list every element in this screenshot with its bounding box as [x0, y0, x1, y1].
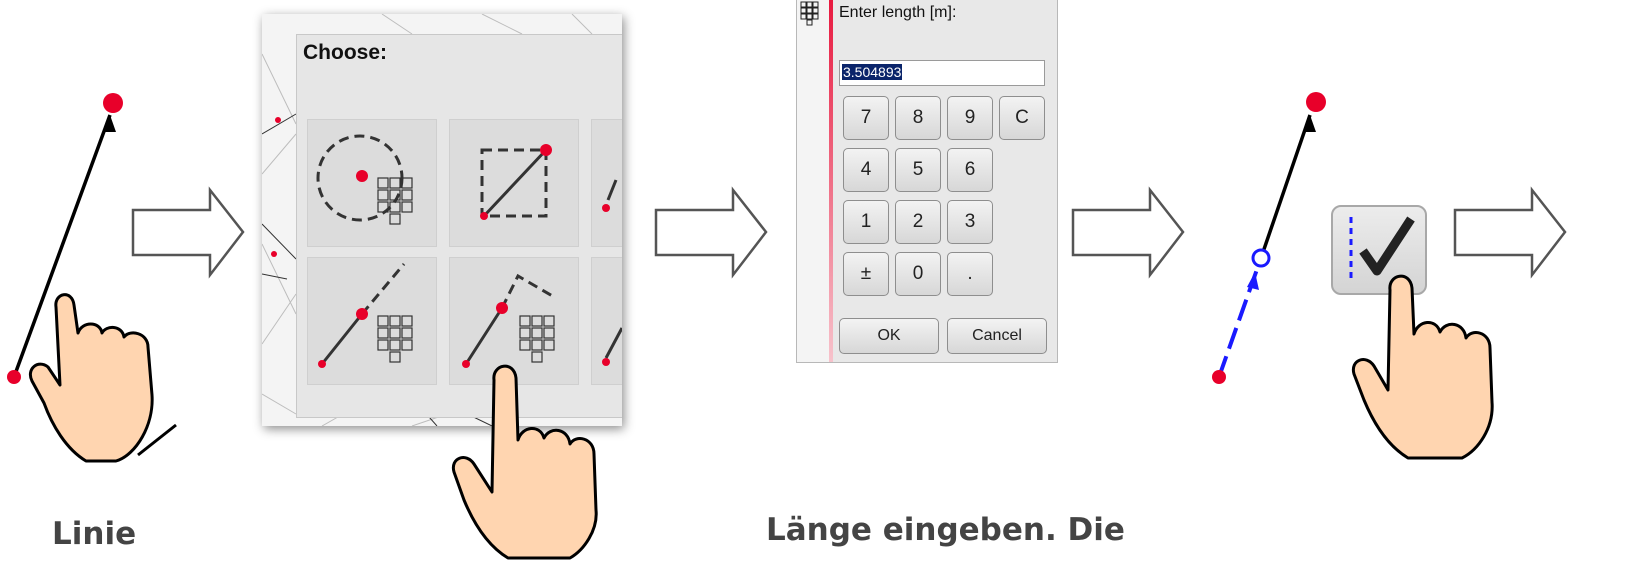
- choose-title: Choose:: [303, 41, 387, 64]
- caption-left: Linie: [52, 516, 137, 552]
- key-2[interactable]: 2: [895, 200, 941, 244]
- circle-point-icon: [316, 134, 413, 225]
- key-8[interactable]: 8: [895, 96, 941, 140]
- option-extend-line[interactable]: [307, 257, 437, 385]
- hand-pointer-icon: [29, 293, 177, 463]
- length-marker-icon: [1251, 248, 1271, 268]
- key-0[interactable]: 0: [895, 252, 941, 296]
- keypad-grid-icon: [800, 1, 819, 26]
- key-3[interactable]: 3: [947, 200, 993, 244]
- step4-line: [1212, 92, 1326, 384]
- choose-dialog-window: Choose:: [262, 14, 622, 426]
- angled-line-icon: [462, 273, 557, 368]
- option-square-diagonal[interactable]: [449, 119, 579, 247]
- caption-middle: Länge eingeben. Die: [766, 512, 1125, 548]
- extend-line-icon: [318, 263, 413, 368]
- step1-line: [7, 93, 123, 384]
- ok-button[interactable]: OK: [839, 318, 939, 354]
- hand-pointer-icon: [1351, 274, 1494, 460]
- length-value: 3.504893: [842, 64, 903, 80]
- key-5[interactable]: 5: [895, 148, 941, 192]
- partial-option-icon: [602, 179, 618, 212]
- start-point-icon: [1212, 370, 1226, 384]
- option-circle-point[interactable]: [307, 119, 437, 247]
- dialog-left-strip: [797, 0, 829, 362]
- step-arrows: [131, 186, 1567, 279]
- arrow-right-icon: [1453, 186, 1567, 279]
- option-angled-line[interactable]: [449, 257, 579, 385]
- checkmark-icon: [1349, 216, 1415, 279]
- arrow-right-icon: [654, 186, 768, 279]
- length-input[interactable]: 3.504893: [839, 60, 1045, 86]
- key-6[interactable]: 6: [947, 148, 993, 192]
- arrow-right-icon: [131, 186, 245, 279]
- option-partial-1[interactable]: [591, 119, 622, 247]
- cancel-button[interactable]: Cancel: [947, 318, 1047, 354]
- start-point-icon: [7, 370, 21, 384]
- length-input-dialog: Enter length [m]: 3.504893 7 8 9 C 4 5 6…: [796, 0, 1058, 363]
- hand-pointer-icon: [451, 364, 598, 560]
- choose-panel: Choose:: [296, 34, 622, 418]
- key-clear[interactable]: C: [999, 96, 1045, 140]
- end-point-icon: [103, 93, 123, 113]
- key-plus-minus[interactable]: ±: [843, 252, 889, 296]
- confirm-check-button[interactable]: [1331, 205, 1427, 295]
- key-7[interactable]: 7: [843, 96, 889, 140]
- key-9[interactable]: 9: [947, 96, 993, 140]
- key-1[interactable]: 1: [843, 200, 889, 244]
- length-prompt: Enter length [m]:: [839, 4, 957, 21]
- arrow-right-icon: [1071, 186, 1185, 279]
- key-4[interactable]: 4: [843, 148, 889, 192]
- key-decimal[interactable]: .: [947, 252, 993, 296]
- partial-option-icon: [602, 327, 622, 366]
- end-point-icon: [1306, 92, 1326, 112]
- option-partial-2[interactable]: [591, 257, 622, 385]
- square-diagonal-icon: [480, 144, 552, 220]
- dialog-accent-bar: [829, 0, 833, 362]
